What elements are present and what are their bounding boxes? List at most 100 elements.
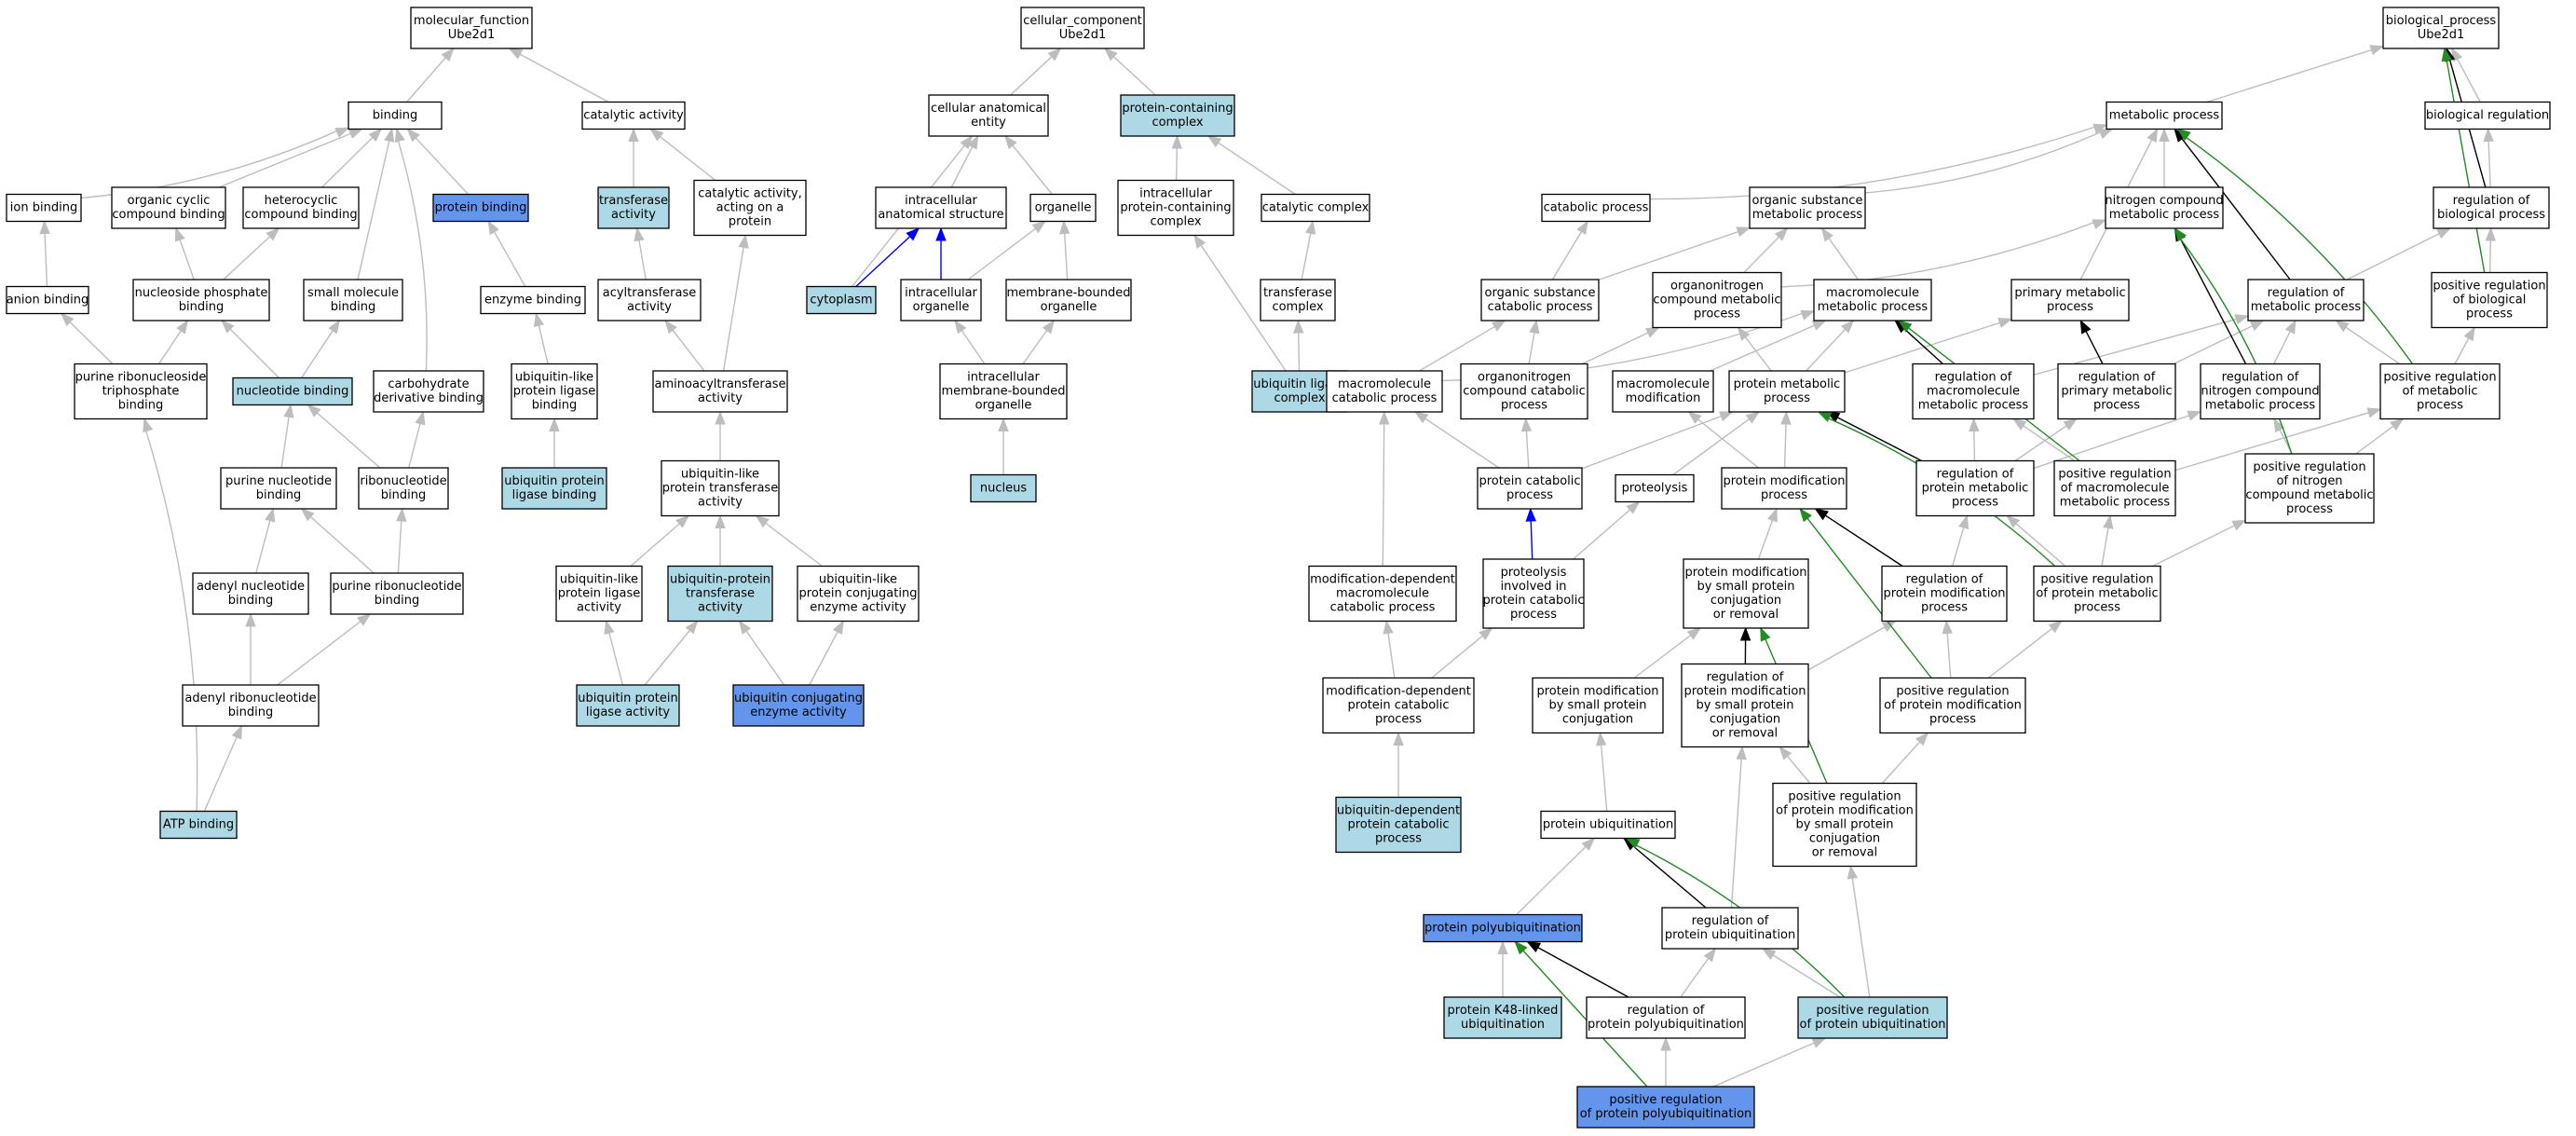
go-term-node-protb[interactable]: protein binding <box>432 193 529 223</box>
go-term-label: positive regulation <box>2058 468 2171 482</box>
edge-ipcc-to-pcc <box>1171 134 1183 181</box>
go-term-node-protubiq[interactable]: protein ubiquitination <box>1540 810 1676 840</box>
go-term-node-catabproc[interactable]: catabolic process <box>1541 193 1651 223</box>
go-term-node-bioreg[interactable]: biological regulation <box>2424 101 2551 130</box>
edge-line <box>1824 514 1903 568</box>
edge-pcc-to-cc <box>1103 48 1156 96</box>
go-term-node-nucb[interactable]: nucleotide binding <box>232 376 353 406</box>
go-term-label: modification-dependent <box>1326 685 1471 699</box>
go-term-label: complex <box>1274 391 1325 405</box>
go-term-node-enzb[interactable]: enzyme binding <box>480 285 586 315</box>
go-term-node-binding[interactable]: binding <box>348 101 443 130</box>
go-term-node-nucleus[interactable]: nucleus <box>970 473 1037 503</box>
go-term-node-proteolysis[interactable]: proteolysis <box>1615 473 1695 503</box>
edge-arrowhead <box>935 226 947 241</box>
go-term-node-catact[interactable]: catalytic activity <box>581 101 686 130</box>
go-term-node-catcomplex[interactable]: catalytic complex <box>1261 193 1370 223</box>
go-term-node-ionb[interactable]: ion binding <box>6 193 82 223</box>
go-term-node-protpolyubiq[interactable]: protein polyubiquitination <box>1423 913 1583 943</box>
go-term-label: process <box>2047 300 2093 314</box>
go-term-node-metproc[interactable]: metabolic process <box>2106 101 2223 130</box>
go-term-box <box>74 363 208 420</box>
go-term-node-moddepmcp[interactable]: modification-dependentmacromoleculecatab… <box>1308 565 1457 623</box>
go-term-node-anionb[interactable]: anion binding <box>6 285 89 315</box>
edge-line <box>2014 424 2068 462</box>
go-term-node-atpb[interactable]: ATP binding <box>159 810 238 840</box>
go-term-node-cytoplasm[interactable]: cytoplasm <box>806 285 877 315</box>
go-term-node-organelle[interactable]: organelle <box>1029 193 1097 223</box>
